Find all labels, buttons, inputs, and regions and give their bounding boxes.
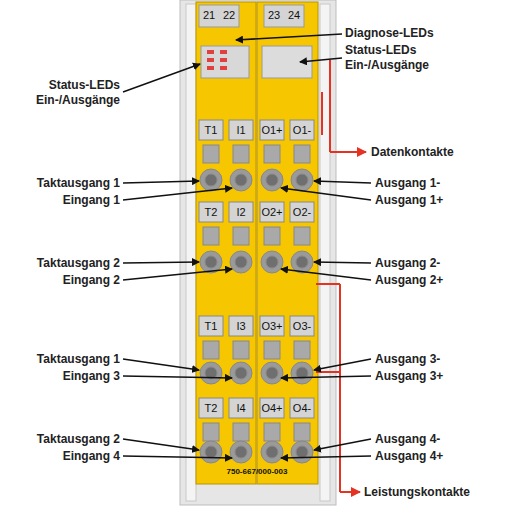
- callout-label: Eingang 2: [6, 273, 120, 288]
- terminal-label: 23: [264, 8, 284, 22]
- terminal-label: O2-: [290, 205, 314, 219]
- terminal-label: T1: [199, 319, 223, 333]
- terminal-label: O3+: [260, 319, 284, 333]
- terminal-label: I3: [229, 319, 253, 333]
- callout-label: Ausgang 1-: [375, 176, 495, 191]
- terminal-label: O4-: [290, 401, 314, 415]
- callout-label: Taktausgang 2: [6, 432, 120, 447]
- callout-label: Diagnose-LEDs: [345, 26, 470, 41]
- terminal-label: I4: [229, 401, 253, 415]
- callout-label: Ausgang 3+: [375, 369, 495, 384]
- callout-label: Datenkontakte: [371, 145, 501, 160]
- callout-label: Status-LEDs Ein-/Ausgänge: [345, 43, 457, 73]
- terminal-label: I2: [229, 205, 253, 219]
- terminal-label: O3-: [290, 319, 314, 333]
- terminal-label: T2: [199, 205, 223, 219]
- callout-label: Eingang 1: [6, 193, 120, 208]
- callout-label: Eingang 3: [6, 369, 120, 384]
- callout-label: Taktausgang 2: [6, 256, 120, 271]
- terminal-label: 24: [284, 8, 304, 22]
- callout-label: Ausgang 1+: [375, 193, 495, 208]
- terminal-label: 22: [219, 8, 239, 22]
- callout-label: Eingang 4: [6, 449, 120, 464]
- callout-label: Status-LEDs Ein-/Ausgänge: [18, 78, 120, 108]
- terminal-label: 750-667/000-003: [212, 466, 302, 477]
- terminal-label: T1: [199, 123, 223, 137]
- callout-label: Ausgang 4+: [375, 449, 495, 464]
- terminal-label: O1-: [290, 123, 314, 137]
- terminal-label: 21: [199, 8, 219, 22]
- callout-label: Taktausgang 1: [6, 176, 120, 191]
- terminal-label: I1: [229, 123, 253, 137]
- terminal-label: O4+: [260, 401, 284, 415]
- callout-label: Ausgang 2+: [375, 273, 495, 288]
- callout-label: Leistungskontakte: [364, 485, 504, 500]
- terminal-label: O1+: [260, 123, 284, 137]
- callout-label: Taktausgang 1: [6, 352, 120, 367]
- terminal-label: T2: [199, 401, 223, 415]
- callout-label: Ausgang 3-: [375, 352, 495, 367]
- callout-label: Ausgang 2-: [375, 256, 495, 271]
- terminal-label: O2+: [260, 205, 284, 219]
- callout-label: Ausgang 4-: [375, 432, 495, 447]
